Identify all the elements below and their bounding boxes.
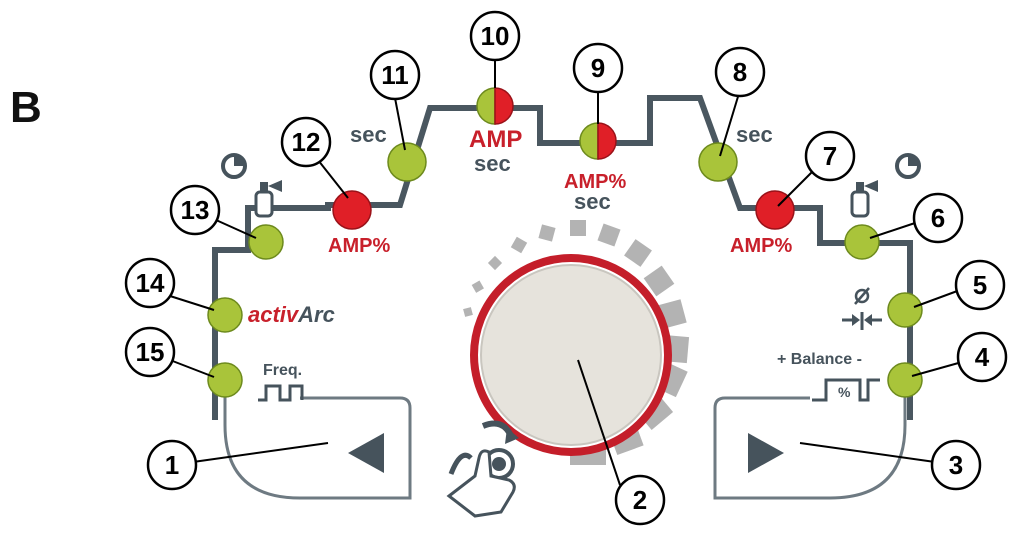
scale-tick — [487, 255, 503, 271]
callout-number: 7 — [823, 141, 837, 171]
label-sec-downslope: sec — [736, 122, 773, 147]
scale-tick — [597, 223, 621, 247]
label-sec-secondary: sec — [574, 189, 611, 214]
label-balance: + Balance - — [777, 351, 862, 368]
label-amp-pct-secondary: AMP% — [564, 171, 626, 193]
label-amp-pct-start: AMP% — [328, 235, 390, 257]
callout-number: 14 — [136, 268, 165, 298]
callout-9: 9 — [572, 42, 624, 94]
led-12-start-current — [332, 190, 372, 230]
callout-5: 5 — [954, 259, 1006, 311]
led-10-main-current — [476, 87, 514, 125]
callout-number: 13 — [181, 195, 210, 225]
scale-tick — [538, 224, 556, 242]
right-arrow-icon — [748, 433, 784, 473]
clock-icon-right — [895, 153, 921, 179]
frequency-wave-icon — [258, 384, 304, 402]
balance-wave-icon — [812, 378, 880, 402]
scale-tick — [624, 239, 652, 267]
callout-number: 2 — [633, 485, 647, 515]
led-8-downslope — [698, 142, 738, 182]
callout-1: 1 — [146, 439, 198, 491]
label-balance-pct: % — [838, 384, 851, 400]
led-13-gas-pre-flow — [248, 224, 284, 260]
callout-6: 6 — [912, 192, 964, 244]
callout-number: 6 — [931, 203, 945, 233]
label-freq: Freq. — [263, 362, 302, 379]
callout-12: 12 — [280, 116, 332, 168]
callout-15: 15 — [124, 326, 176, 378]
callout-2: 2 — [614, 474, 666, 526]
leader-lines — [169, 60, 963, 486]
label-amp-main: AMP — [469, 126, 522, 153]
led-6-gas-post-flow — [844, 224, 880, 260]
callout-number: 5 — [973, 270, 987, 300]
rotary-knob[interactable] — [470, 254, 672, 456]
callout-number: 1 — [165, 450, 179, 480]
led-15-frequency — [207, 362, 243, 398]
scale-tick — [510, 236, 528, 254]
led-11-upslope — [387, 142, 427, 182]
rotate-press-hand-icon — [446, 420, 519, 518]
scale-tick — [643, 265, 675, 297]
knob-face — [480, 264, 662, 446]
left-arrow-button[interactable] — [348, 433, 384, 473]
callout-13: 13 — [169, 184, 221, 236]
clock-icon-left — [221, 153, 247, 179]
gas-cylinder-icon-left — [254, 180, 282, 218]
welding-curve-path — [212, 95, 913, 420]
label-sec-upslope: sec — [350, 122, 387, 147]
callout-number: 15 — [136, 337, 165, 367]
label-sec-main: sec — [474, 151, 511, 176]
gas-cylinder-icon-right — [850, 180, 878, 218]
right-frame-line — [713, 385, 907, 500]
activarc-prefix: activ — [248, 302, 300, 327]
led-14-activarc — [207, 297, 243, 333]
callout-4: 4 — [956, 331, 1008, 383]
callout-3: 3 — [930, 439, 982, 491]
callout-number: 10 — [481, 21, 510, 51]
callout-7: 7 — [804, 130, 856, 182]
scale-tick — [471, 280, 484, 293]
callout-14: 14 — [124, 257, 176, 309]
label-activarc: activArc — [248, 302, 335, 327]
led-5-electrode-diameter — [887, 292, 923, 328]
activarc-suffix: Arc — [297, 302, 335, 327]
led-4-balance — [887, 362, 923, 398]
callout-number: 8 — [733, 57, 747, 87]
figure-letter: B — [10, 83, 42, 132]
label-amp-pct-end: AMP% — [730, 235, 792, 257]
led-9-secondary-current — [579, 122, 617, 160]
left-arrow-icon — [348, 433, 384, 473]
callout-number: 11 — [381, 60, 409, 90]
callout-number: 3 — [949, 450, 963, 480]
callout-11: 11 — [369, 49, 421, 101]
callout-number: 4 — [975, 342, 990, 372]
scale-tick — [570, 220, 586, 236]
electrode-diameter-icon — [842, 287, 882, 330]
left-frame-line — [223, 385, 412, 500]
callout-10: 10 — [469, 10, 521, 62]
right-arrow-button[interactable] — [748, 433, 784, 473]
callout-number: 12 — [292, 127, 321, 157]
scale-tick — [463, 307, 473, 317]
callout-8: 8 — [714, 46, 766, 98]
callout-number: 9 — [591, 53, 605, 83]
